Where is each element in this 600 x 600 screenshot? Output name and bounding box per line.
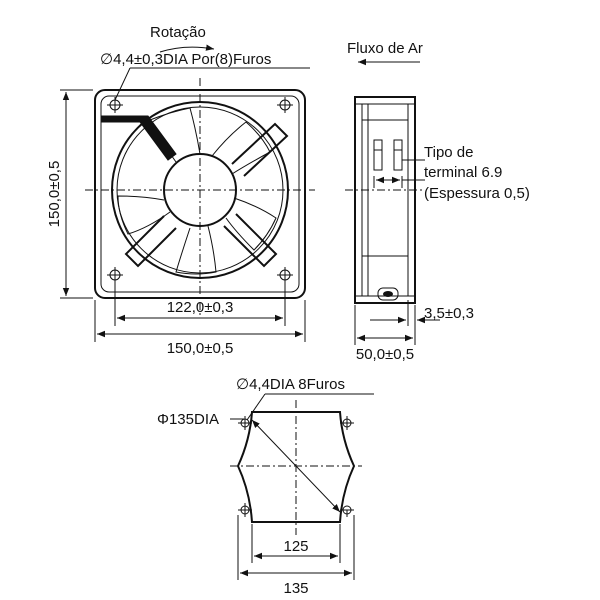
rotation-label: Rotação: [150, 24, 206, 41]
cutout-diameter-line: [251, 419, 341, 513]
rotation-arrow: [159, 44, 215, 53]
depth-dimension-label: 50,0±0,5: [356, 346, 414, 363]
airflow-label: Fluxo de Ar: [347, 40, 423, 57]
terminals: [373, 139, 403, 171]
fan-blades: [117, 107, 277, 275]
cutout-diameter-label: Φ135DIA: [157, 411, 219, 428]
height-dimension-label: 150,0±0,5: [46, 161, 63, 228]
label-tab: [377, 287, 399, 301]
hole-spec-leader: [114, 67, 131, 101]
inner-width-dimension-label: 122,0±0,3: [167, 299, 234, 316]
cutout-holes-label: ∅4,4DIA 8Furos: [236, 376, 345, 393]
hole-spec-label: ∅4,4±0,3DIA Por(8)Furos: [100, 51, 271, 68]
cutout-view: ∅4,4DIA 8Furos Φ135DIA 125 135: [157, 376, 374, 597]
side-body-outline: [354, 96, 416, 304]
terminal-label-line3: (Espessura 0,5): [424, 185, 530, 202]
fan-struts: [124, 122, 289, 268]
flange-dimension-label: 3,5±0,3: [424, 305, 474, 322]
front-view: Rotação ∅4,4±0,3DIA Por(8)Furos 150,0±0,…: [46, 24, 315, 357]
cutout-inner-dimension-label: 125: [283, 538, 308, 555]
terminal-label-line2: terminal 6.9: [424, 164, 502, 181]
outer-width-dimension-label: 150,0±0,5: [167, 340, 234, 357]
cutout-holes: [238, 416, 354, 517]
side-view: Fluxo de Ar Tipo de terminal 6.9 (Espess…: [345, 40, 530, 363]
cutout-outline: [236, 411, 356, 523]
mounting-holes: [107, 97, 293, 283]
cutout-holes-leader: [246, 393, 266, 421]
lead-wire: [100, 115, 177, 161]
terminal-label-line1: Tipo de: [424, 144, 473, 161]
cutout-outer-dimension-label: 135: [283, 580, 308, 597]
